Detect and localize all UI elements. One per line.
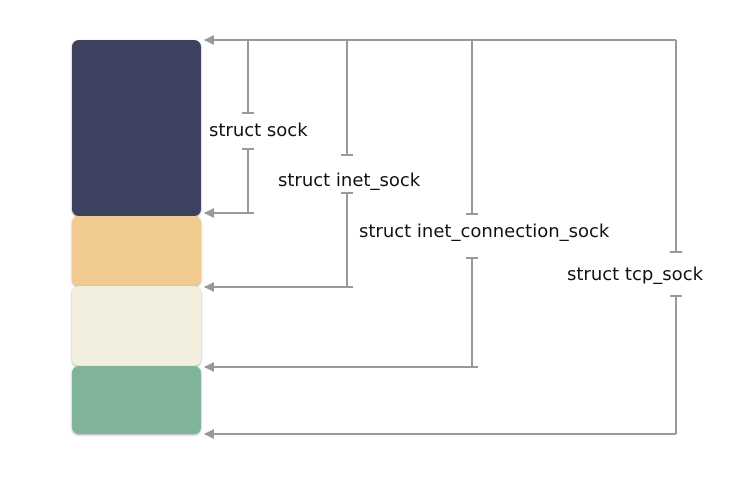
label-struct-inet-sock: struct inet_sock — [278, 170, 421, 191]
label-struct-inet-connection-sock: struct inet_connection_sock — [359, 221, 610, 242]
label-struct-sock: struct sock — [209, 120, 308, 141]
label-struct-tcp-sock: struct tcp_sock — [567, 264, 704, 285]
block-sock — [72, 40, 201, 216]
block-tcp-sock — [72, 366, 201, 434]
block-inet-connection-sock — [72, 286, 201, 366]
block-inet-sock — [72, 216, 201, 286]
